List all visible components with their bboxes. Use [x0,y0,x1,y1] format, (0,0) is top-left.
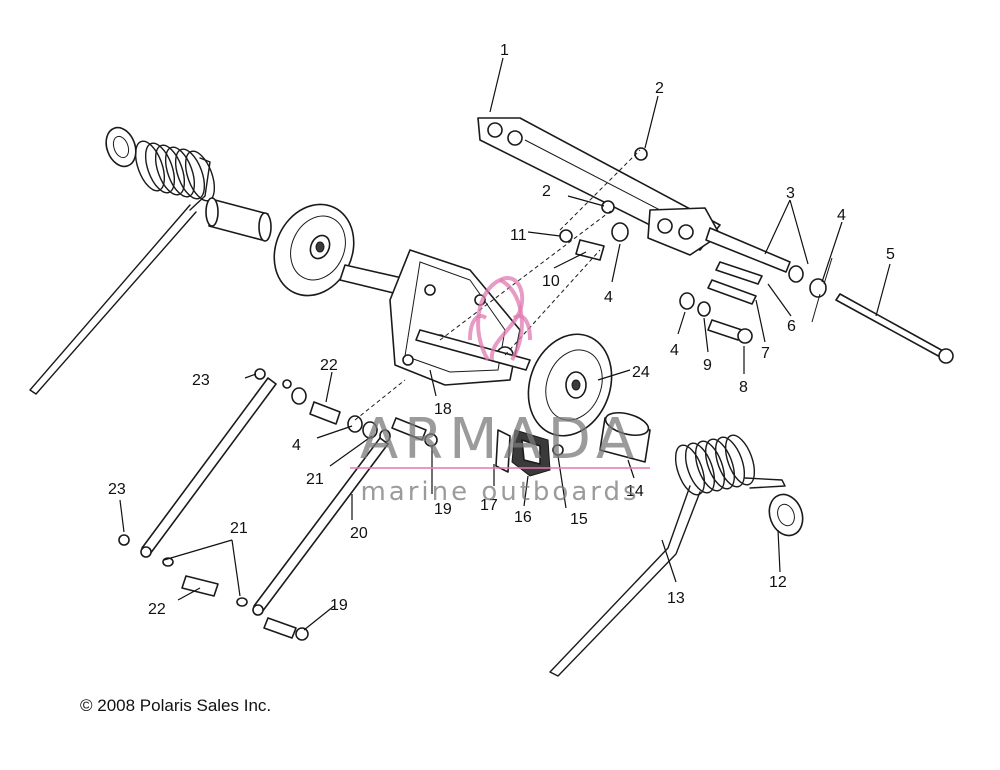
armada-logo-mark [468,276,532,362]
callout-23a: 23 [192,372,210,389]
callout-4c: 4 [604,289,613,306]
callout-leaders [119,57,891,631]
callout-17: 17 [480,497,498,514]
callout-6: 6 [787,318,796,335]
callout-7: 7 [761,345,770,362]
callout-2a: 2 [655,80,664,97]
callout-15: 15 [570,511,588,528]
left-link-rod [118,368,363,607]
left-torsion-spring [29,126,216,395]
callout-8: 8 [739,379,748,396]
copyright-notice: © 2008 Polaris Sales Inc. [80,696,272,715]
callout-23b: 23 [108,481,126,498]
callout-18: 18 [434,401,452,418]
callout-13: 13 [667,590,685,607]
callout-24: 24 [632,364,650,381]
callout-11: 11 [510,227,527,244]
bumper-assembly [495,411,651,477]
callout-4a: 4 [837,207,846,224]
callout-2b: 2 [542,183,551,200]
callout-14: 14 [626,483,644,500]
callout-22b: 22 [148,601,166,618]
callout-16: 16 [514,509,532,526]
callout-12: 12 [769,574,787,591]
upper-control-arm [477,117,791,273]
left-idler-wheel [273,203,355,297]
callout-10: 10 [542,273,560,290]
callout-21b: 21 [230,520,248,537]
callout-4b: 4 [670,342,679,359]
watermark-tagline: marine outboards [360,477,639,507]
right-idler-wheel [527,333,613,437]
callout-4d: 4 [292,437,301,454]
callout-20: 20 [350,525,368,542]
callout-labels: 1 2 2 3 4 5 6 7 8 9 4 4 10 11 24 18 22 2… [108,42,895,618]
callout-1: 1 [500,42,509,59]
callout-3: 3 [786,185,795,202]
callout-22a: 22 [320,357,338,374]
callout-9: 9 [703,357,712,374]
right-torsion-spring [549,434,804,677]
callout-19b: 19 [330,597,348,614]
watermark-brand: ARMADA [360,407,640,472]
callout-19a: 19 [434,501,452,518]
callout-5: 5 [886,246,895,263]
callout-21a: 21 [306,471,324,488]
upper-hardware [559,147,954,364]
left-spacer-tube [205,197,272,242]
center-link-rod [252,417,438,641]
watermark: ARMADA marine outboards [350,276,650,507]
center-axle-bracket [339,249,531,386]
